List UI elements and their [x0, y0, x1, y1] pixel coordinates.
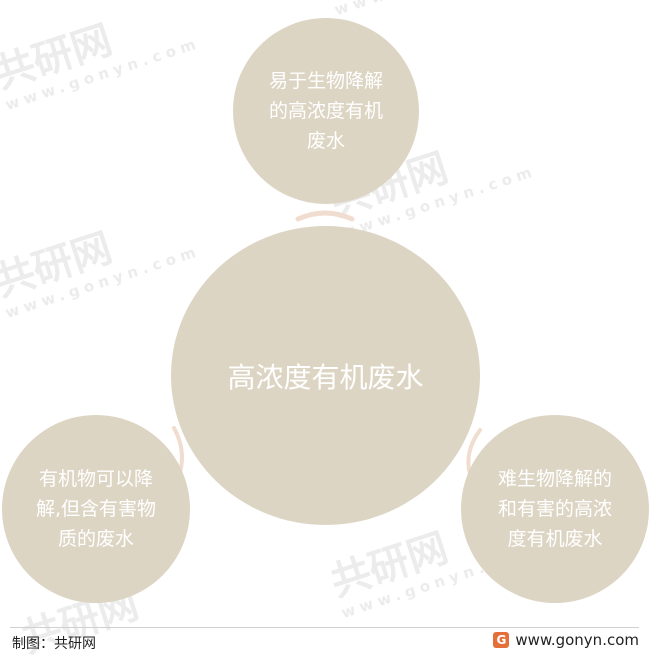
top-node-line: 易于生物降解 [268, 70, 383, 92]
left-node-line: 质的废水 [57, 528, 134, 550]
top-node-line: 的高浓度有机 [268, 100, 383, 122]
connector-top [295, 210, 355, 222]
center-node: 高浓度有机废水 [171, 226, 480, 525]
right-node-line: 度有机废水 [507, 528, 603, 550]
watermark-brand: 共研网 [0, 17, 118, 98]
footer-divider [10, 627, 639, 628]
top-node-label: 易于生物降解 的高浓度有机 废水 [261, 66, 391, 156]
watermark: www.gonyn.com [332, 0, 532, 19]
left-node-line: 解,但含有害物 [35, 498, 157, 520]
website-url: www.gonyn.com [515, 631, 639, 649]
left-node-label: 有机物可以降 解,但含有害物 质的废水 [31, 464, 161, 554]
right-node-line: 和有害的高浓 [497, 498, 612, 520]
watermark-brand: 共研网 [0, 225, 118, 306]
right-node: 难生物降解的 和有害的高浓 度有机废水 [461, 415, 649, 603]
gonyn-logo-icon: G [493, 632, 510, 648]
source-credit: 制图：共研网 [12, 636, 96, 652]
center-node-label: 高浓度有机废水 [227, 360, 424, 394]
watermark-site: www.gonyn.com [3, 33, 203, 115]
watermark: 共研网 www.gonyn.com [0, 200, 203, 322]
footer-website: G www.gonyn.com [493, 631, 639, 649]
right-node-line: 难生物降解的 [497, 468, 612, 490]
left-node: 有机物可以降 解,但含有害物 质的废水 [2, 415, 190, 603]
top-node-line: 废水 [306, 130, 345, 152]
right-node-label: 难生物降解的 和有害的高浓 度有机废水 [490, 464, 620, 554]
watermark-site: www.gonyn.com [332, 0, 532, 19]
watermark-site: www.gonyn.com [3, 241, 203, 323]
watermark: 共研网 www.gonyn.com [0, 0, 203, 114]
top-node: 易于生物降解 的高浓度有机 废水 [233, 18, 419, 204]
left-node-line: 有机物可以降 [38, 468, 153, 490]
